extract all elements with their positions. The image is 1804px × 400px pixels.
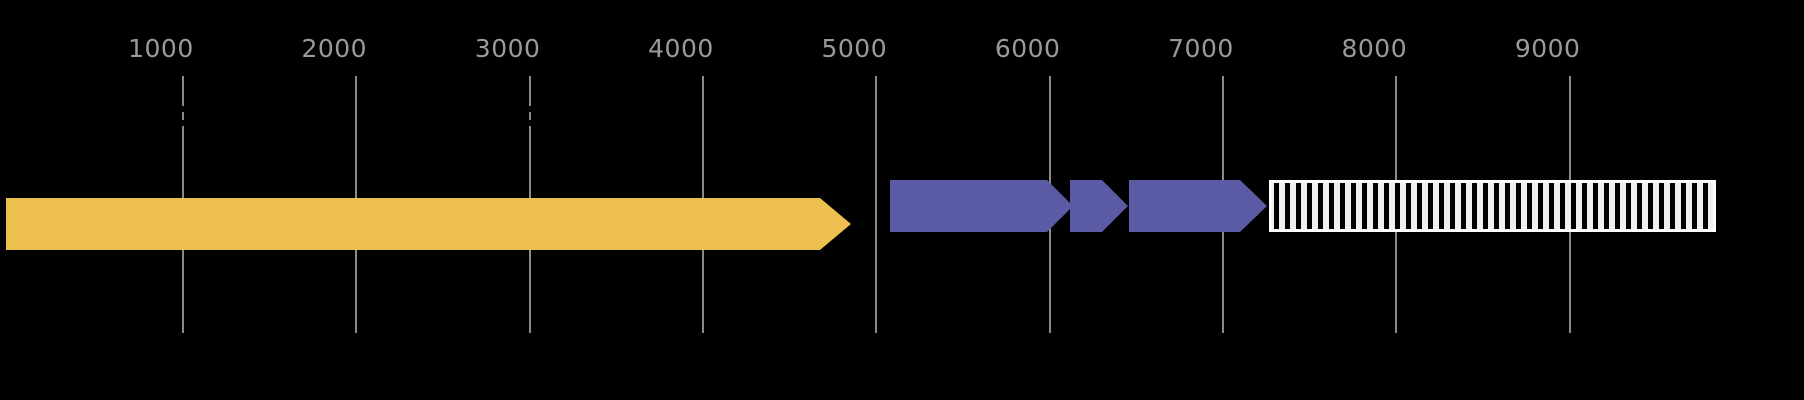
hatched-block-border bbox=[1269, 180, 1716, 232]
hatch-stripes bbox=[1274, 183, 1708, 229]
feature-arrow-right-1[interactable] bbox=[6, 198, 851, 250]
arrow-shape bbox=[6, 198, 851, 250]
arrow-shape bbox=[890, 180, 1073, 232]
feature-arrow-right-4[interactable] bbox=[1129, 180, 1267, 232]
arrow-shape bbox=[1070, 180, 1128, 232]
feature-arrow-right-3[interactable] bbox=[1070, 180, 1128, 232]
feature-rectangle-5[interactable] bbox=[1269, 180, 1716, 232]
feature-arrow-right-2[interactable] bbox=[890, 180, 1073, 232]
arrow-shape bbox=[1129, 180, 1267, 232]
